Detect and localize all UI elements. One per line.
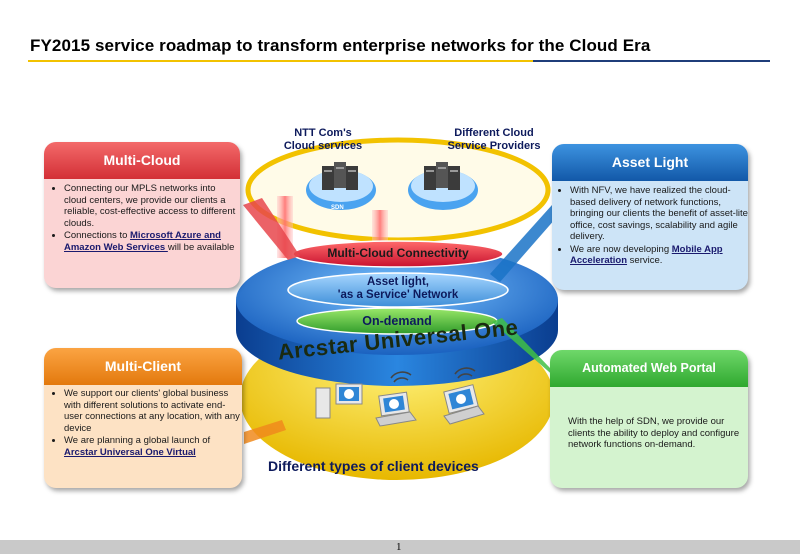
multi-cloud-bullet-2-suffix: will be available bbox=[167, 241, 235, 253]
multi-cloud-bullet-2-prefix: Connections to bbox=[64, 230, 131, 241]
asset-light-panel-title: Asset Light bbox=[552, 144, 748, 181]
multi-cloud-pointer bbox=[243, 198, 300, 260]
multi-client-panel: Multi-Client We support our clients' glo… bbox=[44, 348, 242, 488]
slide: FY2015 service roadmap to transform ente… bbox=[0, 0, 800, 540]
asset-light-label: Asset light, 'as a Service' Network bbox=[288, 276, 508, 302]
ntt-cloud-label: NTT Com's Cloud services bbox=[268, 127, 378, 153]
on-demand-label: On-demand bbox=[362, 314, 432, 328]
laptop-icon bbox=[375, 391, 417, 427]
multi-client-pointer bbox=[244, 420, 286, 444]
portal-text: With the help of SDN, we provide our cli… bbox=[568, 416, 740, 450]
multi-cloud-panel: Multi-Cloud Connecting our MPLS networks… bbox=[44, 142, 240, 288]
roadmap-diagram bbox=[236, 137, 558, 480]
multi-client-bullets: We support our clients' global business … bbox=[50, 388, 240, 459]
tablet-laptop-icon bbox=[443, 384, 485, 425]
ntt-cloud-label-line1: NTT Com's bbox=[294, 127, 352, 139]
asset-light-bullet-2-prefix: We are now developing bbox=[570, 243, 672, 255]
portal-panel-title: Automated Web Portal bbox=[550, 350, 748, 387]
other-cloud-server-icon bbox=[408, 162, 478, 210]
multi-cloud-panel-title: Multi-Cloud bbox=[44, 142, 240, 179]
cloud-ring bbox=[245, 137, 551, 243]
page-number: 1 bbox=[396, 541, 402, 553]
multi-client-panel-title: Multi-Client bbox=[44, 348, 242, 385]
title-underline-blue bbox=[533, 60, 770, 62]
sdn-badge: SDN bbox=[331, 205, 344, 211]
asset-light-band bbox=[287, 272, 509, 308]
arcstar-universal-one-virtual-link[interactable]: Arcstar Universal One Virtual bbox=[64, 446, 196, 458]
asset-light-label-line2: 'as a Service' Network bbox=[337, 289, 459, 301]
asset-light-pointer bbox=[490, 205, 556, 282]
azure-aws-link[interactable]: Microsoft Azure and Amazon Web Services bbox=[64, 230, 221, 253]
page-title: FY2015 service roadmap to transform ente… bbox=[30, 36, 651, 55]
wifi-icon bbox=[390, 367, 476, 383]
multi-cloud-connectivity-label: Multi-Cloud Connectivity bbox=[327, 246, 469, 260]
title-underline-yellow bbox=[28, 60, 533, 62]
other-cloud-label-line1: Different Cloud bbox=[454, 127, 534, 139]
asset-light-label-line1: Asset light, bbox=[367, 276, 429, 288]
multi-client-bullet-2: We are planning a global launch of Arcst… bbox=[64, 435, 240, 458]
portal-panel: Automated Web Portal With the help of SD… bbox=[550, 350, 748, 488]
asset-light-bullet-2: We are now developing Mobile App Acceler… bbox=[570, 244, 748, 267]
asset-light-bullet-1: With NFV, we have realized the cloud-bas… bbox=[570, 185, 748, 243]
multi-client-bullet-2-prefix: We are planning a global launch of bbox=[64, 435, 211, 446]
multi-cloud-bullet-2: Connections to Microsoft Azure and Amazo… bbox=[64, 230, 236, 253]
multi-cloud-bullet-1: Connecting our MPLS networks into cloud … bbox=[64, 183, 236, 229]
asset-light-bullets: With NFV, we have realized the cloud-bas… bbox=[556, 185, 748, 268]
mobile-app-acceleration-link[interactable]: Mobile App Acceleration bbox=[570, 243, 723, 267]
desktop-computer-icon bbox=[315, 383, 363, 419]
ntt-cloud-label-line2: Cloud services bbox=[283, 140, 363, 152]
portal-pointer bbox=[492, 318, 556, 378]
other-cloud-label-line2: Service Providers bbox=[447, 140, 541, 152]
asset-light-panel: Asset Light With NFV, we have realized t… bbox=[552, 144, 748, 290]
ntt-cloud-server-icon bbox=[306, 162, 376, 210]
asset-light-bullet-2-suffix: service. bbox=[627, 255, 663, 266]
other-cloud-label: Different Cloud Service Providers bbox=[432, 127, 556, 153]
client-devices-label: Different types of client devices bbox=[268, 458, 479, 474]
multi-client-bullet-1: We support our clients' global business … bbox=[64, 388, 240, 434]
multi-cloud-bullets: Connecting our MPLS networks into cloud … bbox=[50, 183, 236, 254]
